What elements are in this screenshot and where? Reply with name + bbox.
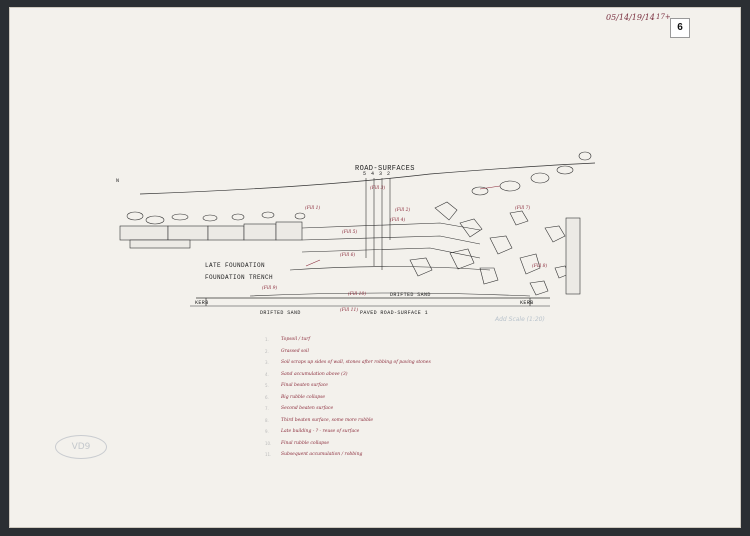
- road-surfaces-label: ROAD-SURFACES: [355, 165, 415, 173]
- layer-legend: 1.Topsoil / turf 2.Grassed soil 3.Soil s…: [265, 334, 431, 461]
- section-drawing: [119, 151, 596, 307]
- kerb-right-label: KERB: [520, 300, 534, 306]
- north-marker: N: [116, 178, 120, 184]
- surface-number-5: 5: [363, 171, 367, 177]
- road-layers: [190, 222, 550, 307]
- drawing-sheet: 05/14/19/14 17+ 6: [10, 8, 740, 527]
- fill-label: (Fill 7): [515, 206, 531, 211]
- legend-item: 4.Sand accumulation above (3): [265, 371, 348, 377]
- archive-stamp: VD9: [55, 435, 107, 459]
- fill-label: (Fill 5): [342, 230, 358, 235]
- archive-reference: 05/14/19/14: [606, 13, 655, 22]
- foundation-trench-label: FOUNDATION TRENCH: [205, 274, 274, 281]
- paved-road-label: PAVED ROAD-SURFACE 1: [360, 310, 429, 316]
- legend-item: 2.Grassed soil: [265, 348, 309, 354]
- surface-number-4: 4: [371, 171, 375, 177]
- stone-row-upper: [126, 151, 592, 225]
- drifted-sand-right-label: DRIFTED SAND: [390, 292, 431, 298]
- fill-label: (Fill 9): [262, 286, 278, 291]
- surface-number-3: 3: [379, 171, 383, 177]
- surface-number-2: 2: [387, 171, 391, 177]
- legend-item: 6.Big rubble collapse: [265, 394, 326, 400]
- rubble-right: [409, 201, 570, 296]
- legend-item: 8.Third beaten surface, some more rubble: [265, 417, 374, 423]
- fill-label: (Fill 8): [532, 264, 548, 269]
- surface-markers: [365, 178, 391, 270]
- archive-reference-suffix: 17+: [656, 13, 671, 21]
- legend-item: 1.Topsoil / turf: [265, 337, 311, 343]
- red-marks: [305, 185, 501, 267]
- ground-line: [139, 162, 596, 195]
- late-foundation-label: LATE FOUNDATION: [205, 262, 266, 269]
- fill-label: (Fill 1): [305, 206, 321, 211]
- right-wall: [565, 217, 581, 295]
- fill-label: (Fill 3): [370, 186, 386, 191]
- wall-blocks: [119, 221, 303, 249]
- legend-item: 3.Soil scraps up sides of wall, stones a…: [265, 360, 431, 366]
- kerb-left-label: KERB: [195, 300, 209, 306]
- legend-item: 10.Final rubble collapse: [265, 440, 329, 446]
- kerb-lines: [196, 297, 550, 306]
- legend-item: 5.Final beaten surface: [265, 383, 328, 389]
- scale-annotation: Add Scale (1:20): [495, 316, 545, 323]
- sheet-number-label: 6: [670, 18, 690, 38]
- fill-label: (Fill 10): [348, 292, 367, 297]
- fill-label: (Fill 6): [340, 253, 356, 258]
- drifted-sand-left-label: DRIFTED SAND: [260, 310, 301, 316]
- fill-label: (Fill 2): [395, 208, 411, 213]
- legend-item: 11.Subsequent accumulation / robbing: [265, 452, 363, 458]
- legend-item: 9.Late building - ? - reuse of surface: [265, 429, 360, 435]
- fill-label: (Fill 4): [390, 218, 406, 223]
- legend-item: 7.Second beaten surface: [265, 406, 334, 412]
- fill-label: (Fill 11): [340, 308, 359, 313]
